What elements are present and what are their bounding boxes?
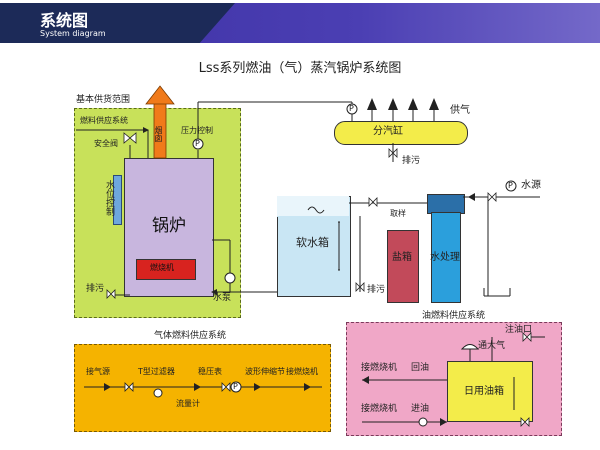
- header-subtitle: System diagram: [40, 29, 106, 38]
- flue-label: 烟囱: [154, 126, 163, 142]
- fuel-supply-label: 燃料供应系统: [80, 116, 128, 125]
- softener-label: 软水箱: [296, 236, 329, 249]
- softener-drain-label: 排污: [367, 285, 386, 295]
- pump-symbol: [224, 272, 236, 284]
- softener-inlet-hook: [307, 206, 325, 214]
- fill-port-label: 注油口: [505, 325, 533, 335]
- steam-header-vessel: [334, 121, 468, 145]
- oil-inlet-label: 进油: [411, 404, 430, 414]
- level-indicators: [338, 221, 515, 410]
- steam-supply-label: 供气: [450, 105, 470, 116]
- steam-drain-label: 排污: [402, 156, 421, 166]
- gas-flow-arrows: [104, 383, 311, 391]
- valve-symbols: [106, 132, 532, 427]
- vent-cap: [460, 344, 480, 350]
- day-tank-label: 日用油箱: [464, 386, 504, 397]
- water-source-arrow: [468, 193, 475, 201]
- diagram-title: Lss系列燃油（气）蒸汽锅炉系统图: [198, 61, 402, 76]
- pressure-gauge-symbols: [192, 103, 517, 393]
- gas-source-label: 接气源: [86, 367, 110, 376]
- water-treatment-unit: [431, 212, 461, 303]
- oil-burner-label: 接燃烧机: [361, 404, 398, 414]
- sample-label: 取样: [390, 209, 406, 218]
- water-level-gauge: [113, 175, 122, 225]
- burner-label: 燃烧机: [150, 263, 174, 272]
- soft-water-tank-top: [277, 196, 349, 217]
- flow-meter-symbol: [153, 388, 428, 427]
- pressure-gauge-label: P: [349, 104, 354, 113]
- oil-return-arrow: [362, 376, 369, 384]
- gas-fuel-zone: [74, 344, 331, 432]
- safety-valve-label: 安全阀: [94, 139, 118, 148]
- regulator-label: 稳压表: [198, 367, 222, 376]
- oil-burner-label: 接燃烧机: [361, 363, 398, 373]
- header-title: 系统图: [40, 11, 89, 30]
- gas-to-burner-label: 接燃烧机: [286, 367, 318, 376]
- oil-day-tank: [447, 361, 533, 422]
- boiler-label: 锅炉: [152, 216, 186, 236]
- return-oil-label: 回油: [411, 363, 430, 373]
- salt-box: [387, 230, 419, 303]
- bellows-label: 波形伸缩节: [245, 367, 285, 376]
- header-banner-navy: [0, 3, 235, 43]
- flow-meter-label: 流量计: [176, 399, 200, 408]
- pump-label: 水泵: [213, 293, 232, 303]
- steam-supply-arrows: [367, 98, 439, 110]
- vent-label: 通大气: [478, 341, 506, 351]
- water-treatment-label: 水处理: [430, 252, 460, 263]
- header-banner: 系统图 System diagram: [0, 0, 600, 46]
- pressure-gauge-label: P: [233, 382, 238, 391]
- steam-header-label: 分汽缸: [373, 126, 403, 137]
- pressure-gauge-label: P: [195, 139, 200, 148]
- gas-fuel-title: 气体燃料供应系统: [154, 331, 227, 341]
- flue-arrow: [145, 85, 175, 159]
- burner-unit: [136, 259, 196, 280]
- filter-label: T型过滤器: [138, 367, 175, 376]
- boiler-drain-label: 排污: [86, 284, 105, 294]
- supply-range-label: 基本供货范围: [76, 95, 131, 105]
- oil-fuel-title: 油燃料供应系统: [422, 311, 486, 321]
- water-source-label: 水源: [521, 180, 541, 191]
- water-level-control-label: 水位控制: [104, 180, 114, 216]
- oil-inlet-arrow: [440, 418, 447, 426]
- pressure-gauge-label: P: [508, 181, 513, 190]
- pressure-control-label: 压力控制: [181, 126, 213, 135]
- salt-box-label: 盐箱: [392, 252, 412, 263]
